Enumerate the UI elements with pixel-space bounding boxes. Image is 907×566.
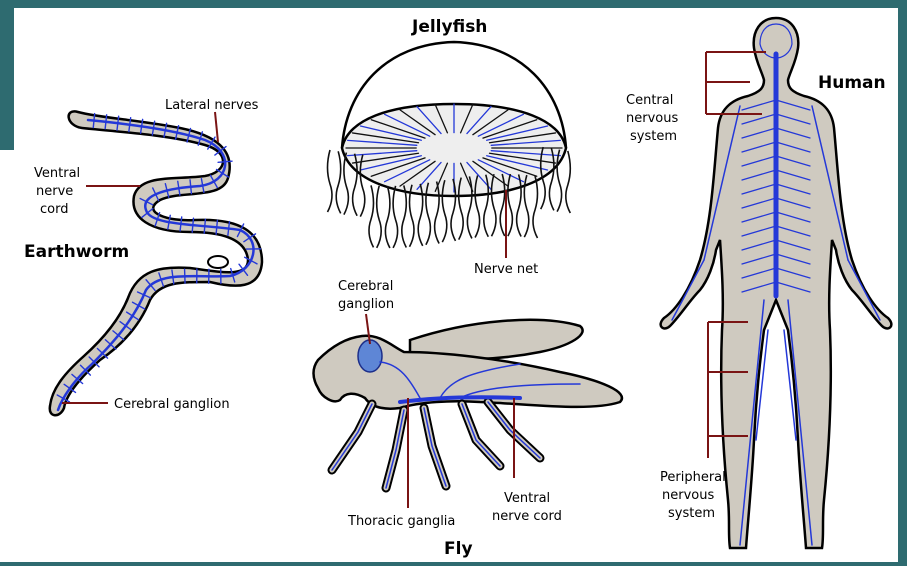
peripheral-ns-label-line-3: system — [668, 506, 715, 521]
central-ns-label-line-2: nervous — [626, 111, 678, 126]
frame-top-bar — [0, 0, 907, 8]
frame-right-bar — [898, 0, 907, 562]
central-ns-label-line-1: Central — [626, 93, 673, 108]
thoracic-ganglia-label: Thoracic ganglia — [347, 514, 455, 529]
human-title: Human — [818, 73, 886, 93]
earthworm-ventral-label-line-1: Ventral — [34, 166, 80, 181]
diagram-canvas: Earthworm Lateral nerves Ventral nerve c… — [0, 8, 898, 562]
nervous-systems-diagram: Earthworm Lateral nerves Ventral nerve c… — [0, 8, 898, 562]
fly-cerebral-ganglion — [358, 340, 382, 372]
peripheral-ns-label-line-1: Peripheral — [660, 470, 726, 485]
fly-ventral-cord-label-line-1: Ventral — [504, 491, 550, 506]
peripheral-ns-label-line-2: nervous — [662, 488, 714, 503]
jellyfish-title: Jellyfish — [411, 17, 487, 37]
central-ns-label-line-3: system — [630, 129, 677, 144]
earthworm-cerebral-ganglion-label: Cerebral ganglion — [114, 397, 230, 412]
nerve-net-label: Nerve net — [474, 262, 538, 277]
earthworm-ventral-label-line-2: nerve — [36, 184, 73, 199]
earthworm-loop-hole — [208, 256, 228, 268]
fly-ventral-cord-label-line-2: nerve cord — [492, 509, 562, 524]
lateral-nerves-label: Lateral nerves — [165, 98, 259, 113]
fly-title: Fly — [444, 539, 473, 559]
earthworm-title: Earthworm — [24, 242, 129, 262]
fly-cerebral-ganglion-label-line-2: ganglion — [338, 297, 394, 312]
fly-cerebral-ganglion-label-line-1: Cerebral — [338, 279, 393, 294]
earthworm-ventral-label-line-3: cord — [40, 202, 68, 217]
